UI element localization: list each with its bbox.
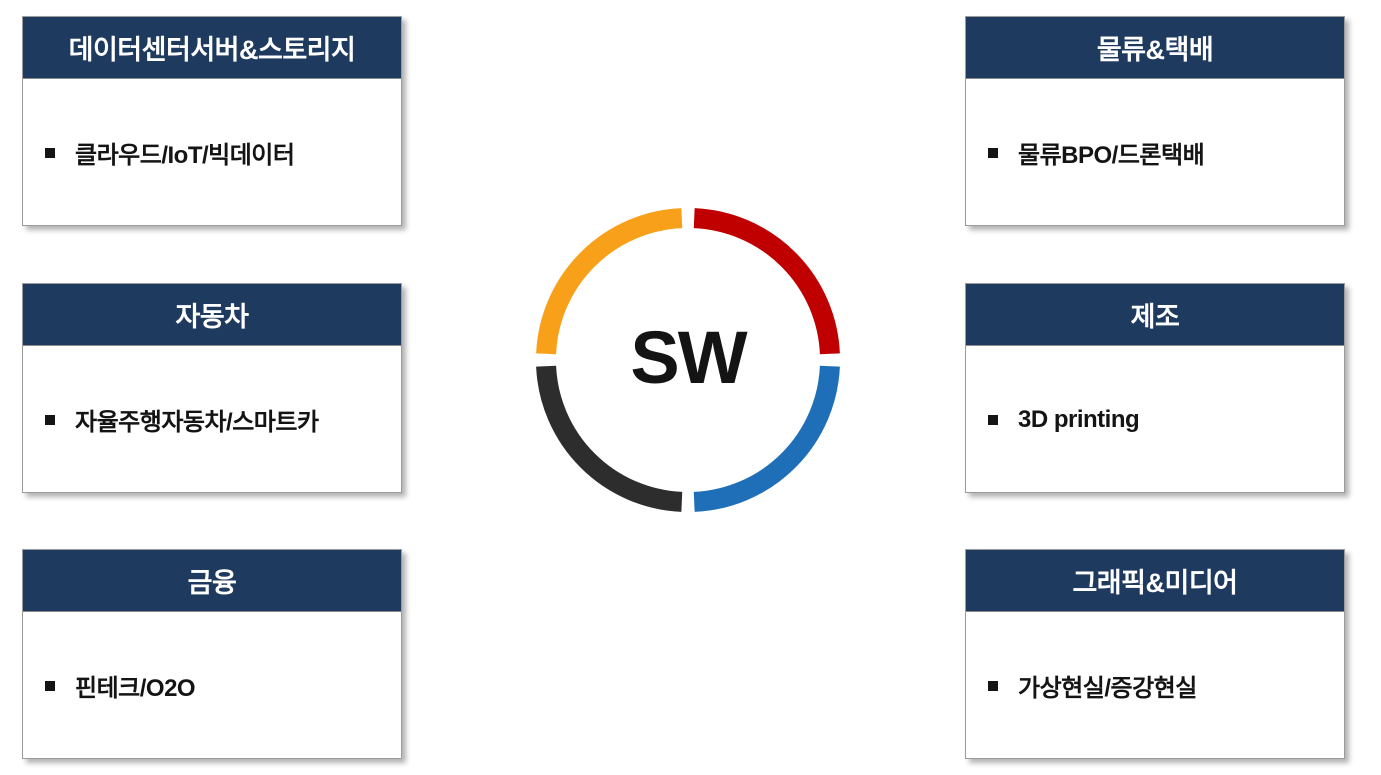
category-body: 핀테크/O2O: [23, 612, 401, 759]
category-header: 제조: [966, 284, 1344, 346]
category-box-datacenter: 데이터센터서버&스토리지 클라우드/IoT/빅데이터: [22, 16, 402, 226]
category-box-logistics: 물류&택배 물류BPO/드론택배: [965, 16, 1345, 226]
bullet-square-icon: [45, 147, 55, 158]
ring-segment-top-left: [536, 208, 683, 355]
sw-center-label: SW: [630, 316, 747, 399]
bullet-square-icon: [988, 147, 998, 158]
bullet-item: 3D printing: [988, 405, 1140, 434]
category-body: 3D printing: [966, 346, 1344, 493]
ring-segment-top-right: [693, 208, 840, 355]
bullet-text: 핀테크/O2O: [75, 675, 196, 702]
bullet-square-icon: [45, 680, 55, 691]
bullet-item: 자율주행자동차/스마트카: [45, 402, 319, 437]
bullet-square-icon: [45, 414, 55, 425]
bullet-text: 클라우드/IoT/빅데이터: [75, 142, 295, 169]
bullet-item: 핀테크/O2O: [45, 668, 196, 703]
bullet-text: 자율주행자동차/스마트카: [75, 409, 319, 436]
category-header: 물류&택배: [966, 17, 1344, 79]
category-body: 물류BPO/드론택배: [966, 79, 1344, 226]
category-box-manufacturing: 제조 3D printing: [965, 283, 1345, 493]
ring-segment-bottom-right: [693, 365, 840, 512]
category-body: 가상현실/증강현실: [966, 612, 1344, 759]
category-box-automotive: 자동차 자율주행자동차/스마트카: [22, 283, 402, 493]
ring-segment-bottom-left: [536, 365, 683, 512]
category-header: 금융: [23, 550, 401, 612]
category-title: 물류&택배: [1096, 35, 1214, 65]
category-header: 데이터센터서버&스토리지: [23, 17, 401, 79]
category-body: 클라우드/IoT/빅데이터: [23, 79, 401, 226]
bullet-item: 물류BPO/드론택배: [988, 135, 1205, 170]
bullet-text: 3D printing: [1018, 405, 1140, 433]
bullet-item: 가상현실/증강현실: [988, 668, 1197, 703]
category-title: 금융: [187, 568, 237, 598]
bullet-square-icon: [988, 414, 998, 425]
category-box-graphics-media: 그래픽&미디어 가상현실/증강현실: [965, 549, 1345, 759]
category-box-finance: 금융 핀테크/O2O: [22, 549, 402, 759]
sw-ring: [536, 208, 840, 512]
bullet-item: 클라우드/IoT/빅데이터: [45, 135, 295, 170]
bullet-square-icon: [988, 680, 998, 691]
category-title: 그래픽&미디어: [1072, 568, 1238, 598]
category-header: 그래픽&미디어: [966, 550, 1344, 612]
category-body: 자율주행자동차/스마트카: [23, 346, 401, 493]
category-title: 데이터센터서버&스토리지: [68, 35, 356, 65]
category-title: 제조: [1130, 302, 1180, 332]
bullet-text: 물류BPO/드론택배: [1018, 142, 1205, 169]
category-title: 자동차: [175, 302, 249, 332]
bullet-text: 가상현실/증강현실: [1018, 675, 1197, 702]
category-header: 자동차: [23, 284, 401, 346]
